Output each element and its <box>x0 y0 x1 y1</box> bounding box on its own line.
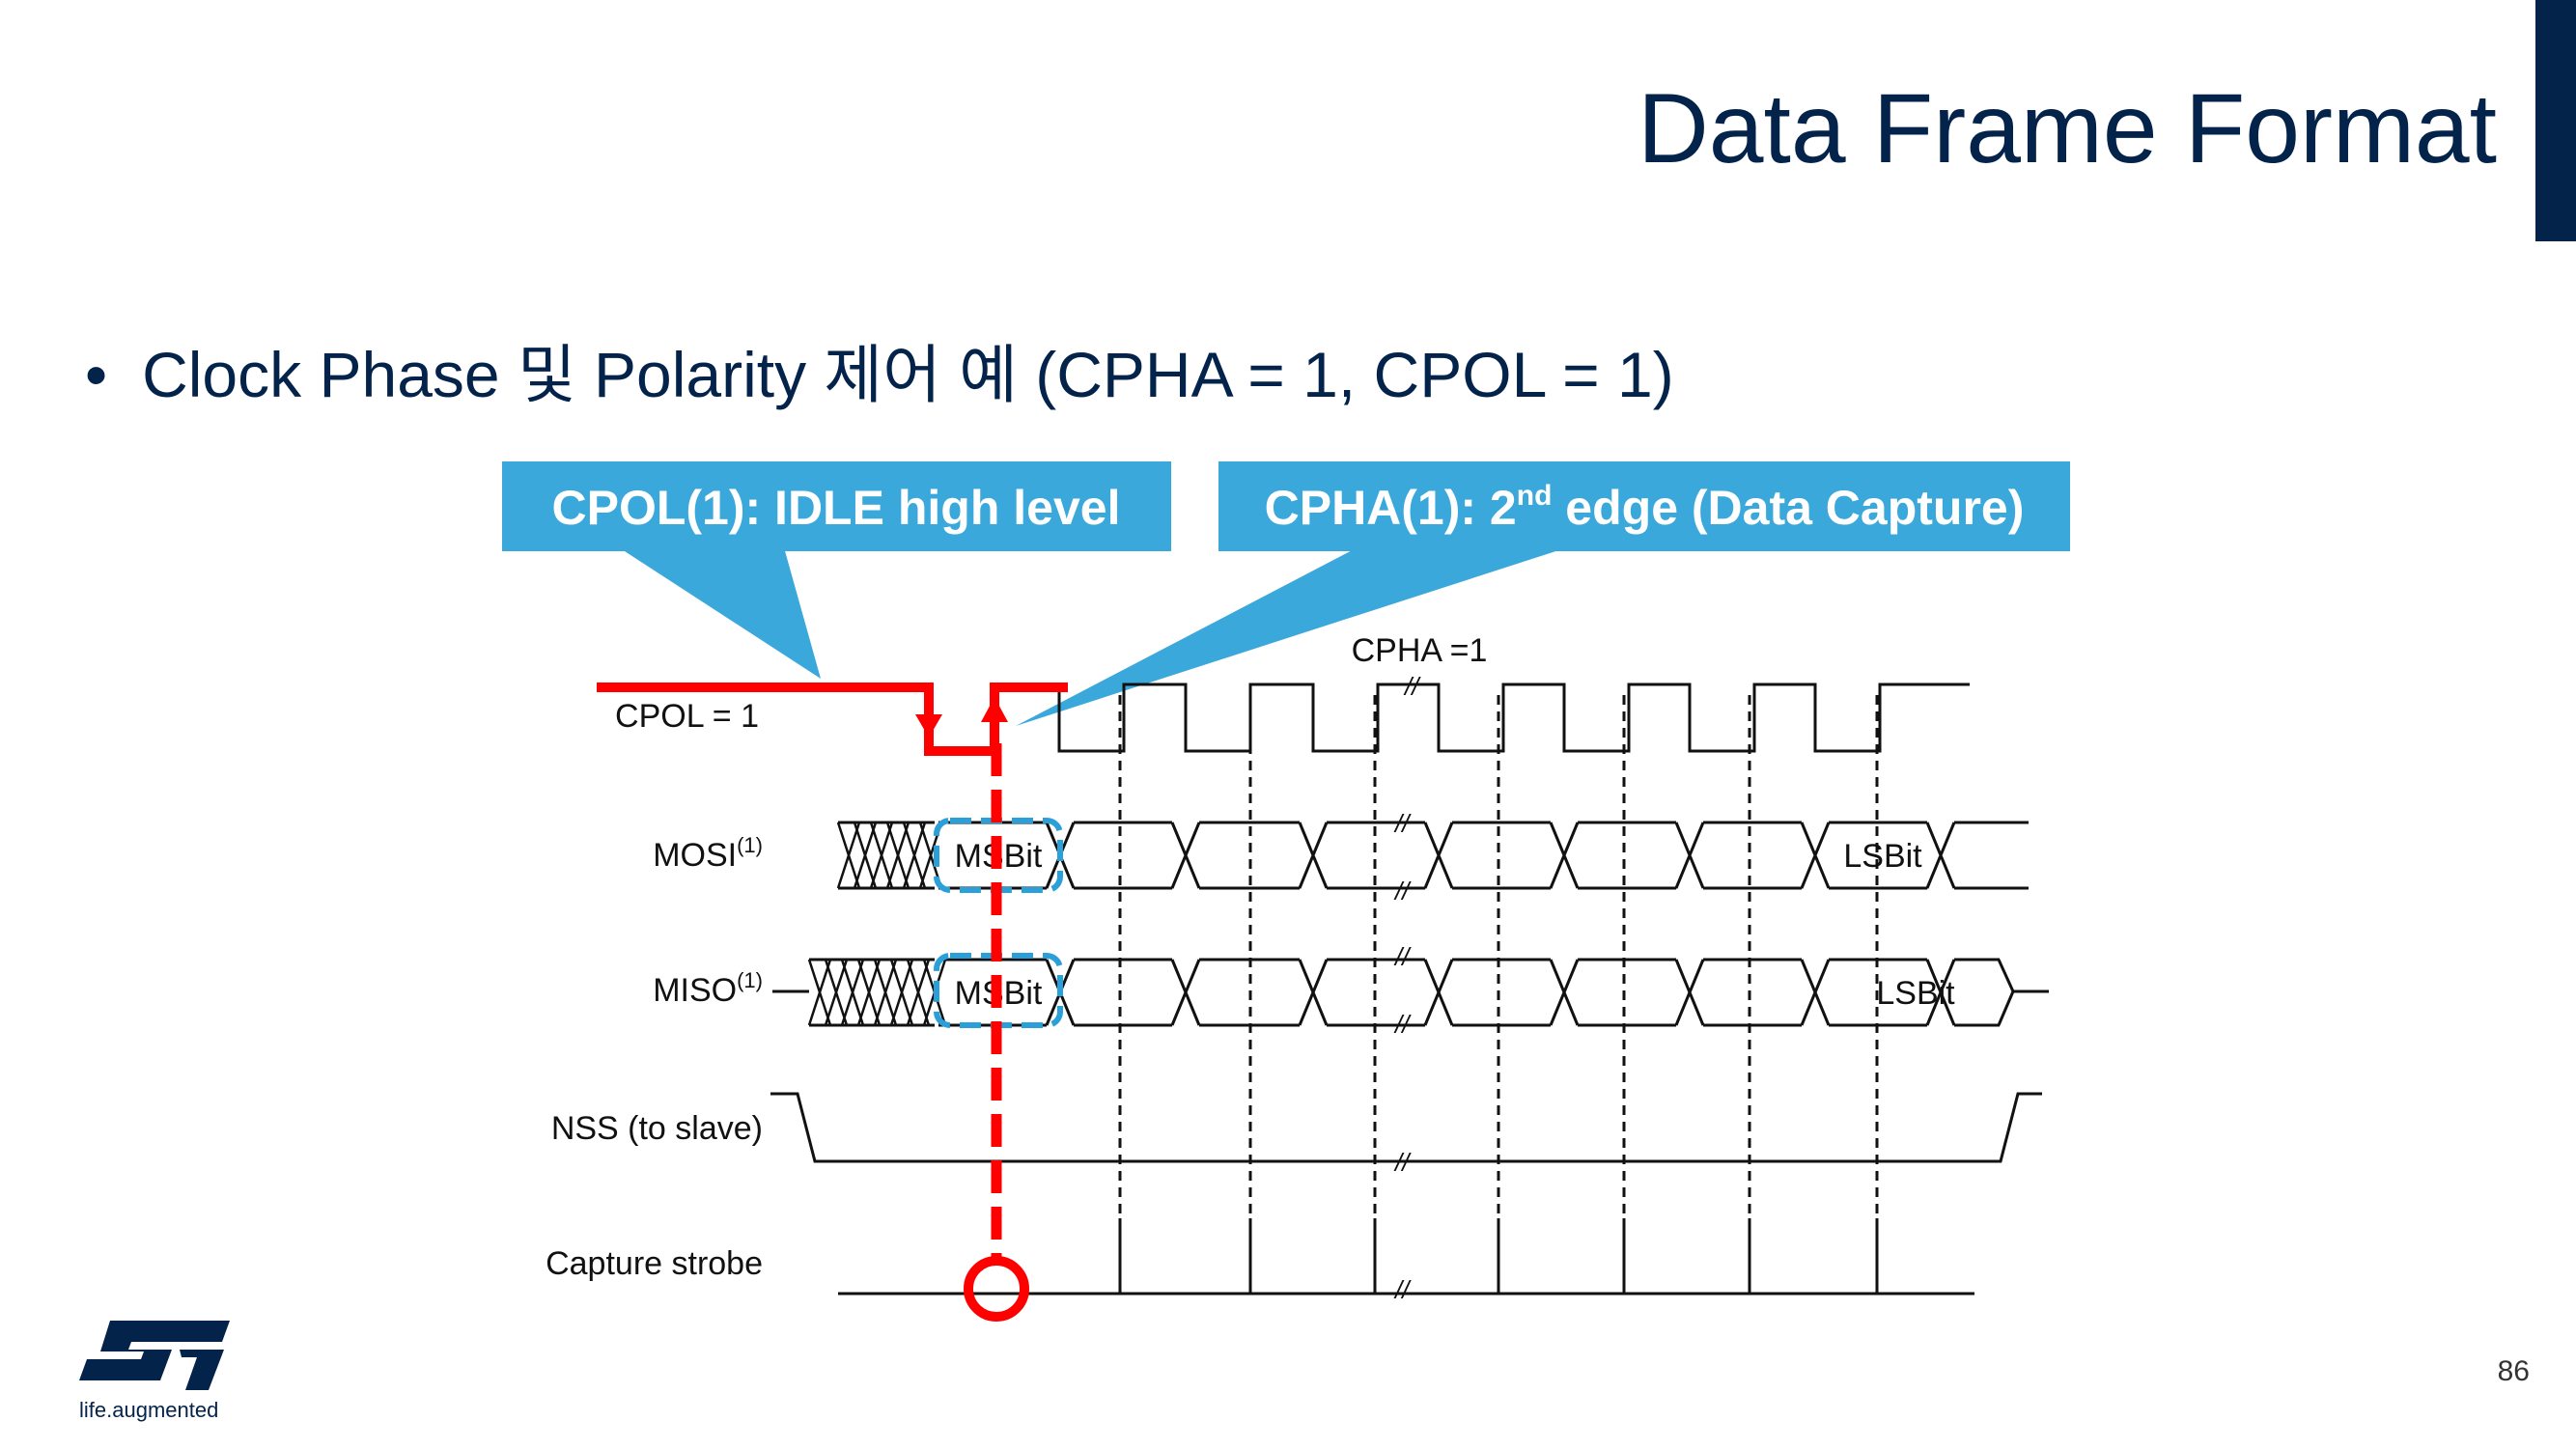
mosi-signal-label: MOSI(1) <box>653 833 763 874</box>
cpha-label: CPHA =1 <box>1352 632 1488 669</box>
miso-undefined-hatch <box>807 959 947 1026</box>
nss-signal-label: NSS (to slave) <box>551 1110 763 1147</box>
break-mark-mosi-top: // <box>1393 809 1412 838</box>
bullet-point: • Clock Phase 및 Polarity 제어 예 (CPHA = 1, … <box>85 323 1674 416</box>
cpha-callout-box <box>1218 461 2070 551</box>
cpol-callout-text: CPOL(1): IDLE high level <box>552 481 1121 535</box>
cpol-signal-label: CPOL = 1 <box>615 698 759 735</box>
bullet-text: Clock Phase 및 Polarity 제어 예 (CPHA = 1, C… <box>142 339 1674 410</box>
bullet-dot-icon: • <box>85 339 108 410</box>
nss-waveform <box>770 1092 2042 1163</box>
break-mark-miso-top: // <box>1393 942 1412 971</box>
break-mark-strobe: // <box>1393 1275 1412 1304</box>
st-logo: life.augmented <box>77 1315 241 1429</box>
miso-undefined-hatch-edge <box>809 958 935 1027</box>
mosi-undefined-hatch <box>836 822 943 889</box>
break-mark-clk: // <box>1403 672 1421 701</box>
break-mark-miso-bottom: // <box>1393 1010 1412 1039</box>
clock-waveform <box>927 683 1970 753</box>
break-mark-mosi-bottom: // <box>1393 877 1412 906</box>
mosi-lsbit-label: LSBit <box>1843 838 1922 875</box>
second-edge-arrow-icon <box>981 697 1008 722</box>
miso-end-bottom <box>1997 990 2015 1026</box>
cpol-idle-highlight <box>597 683 1068 756</box>
miso-data-bus <box>938 958 2000 1027</box>
cpha-callout-text: CPHA(1): 2nd edge (Data Capture) <box>1265 480 2025 535</box>
capture-point-marker <box>964 1256 1029 1322</box>
page-number: 86 <box>2497 1355 2530 1387</box>
break-mark-nss: // <box>1393 1148 1412 1177</box>
miso-signal-label: MISO(1) <box>653 968 763 1009</box>
st-logo-icon: life.augmented <box>79 1321 230 1422</box>
page-title: Data Frame Format <box>1638 73 2497 183</box>
logo-tagline: life.augmented <box>79 1398 218 1422</box>
cpol-callout-box <box>502 461 1171 551</box>
strobe-signal-label: Capture strobe <box>546 1245 763 1282</box>
first-edge-arrow-icon <box>915 714 942 738</box>
cpol-callout-pointer <box>608 541 821 679</box>
mosi-undefined-hatch-edge <box>838 821 935 890</box>
miso-end-top <box>1997 959 2015 992</box>
accent-edge-bar <box>2535 0 2576 241</box>
cpha-callout-pointer <box>1016 545 1574 726</box>
miso-lsbit-label: LSBit <box>1876 975 1955 1012</box>
